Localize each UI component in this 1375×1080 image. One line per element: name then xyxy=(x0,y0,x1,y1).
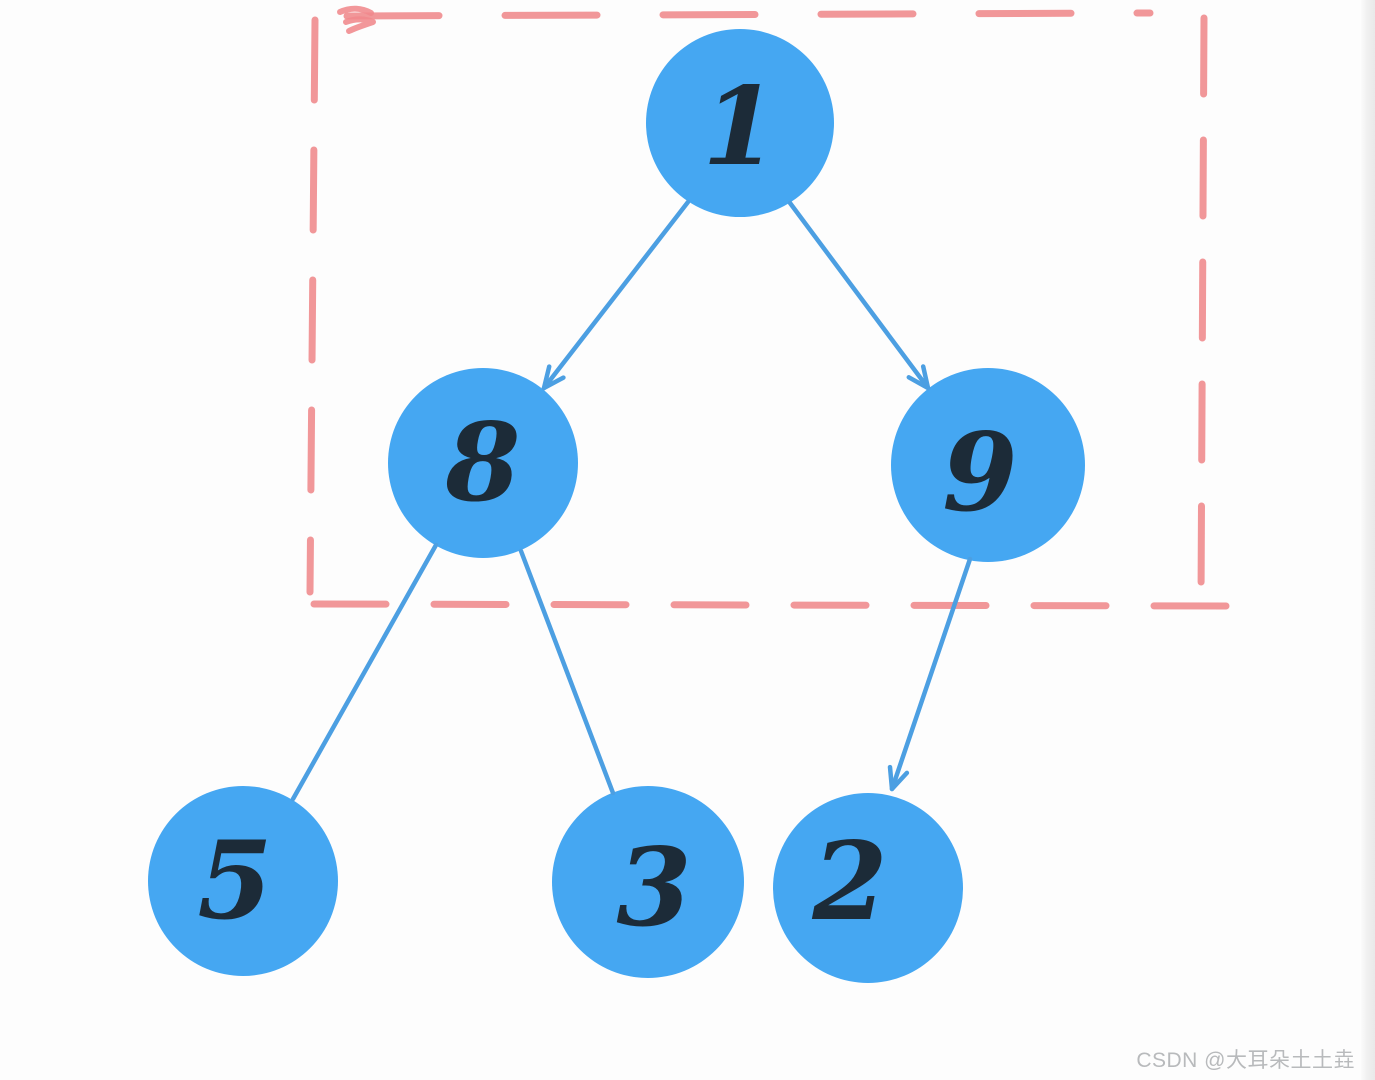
tree-edge-1-to-8 xyxy=(541,199,691,391)
tree-node-label-9: 9 xyxy=(942,410,1017,536)
tree-node-label-8: 8 xyxy=(444,400,520,526)
tree-node-circle-1 xyxy=(646,29,834,217)
tree-node-circle-8 xyxy=(388,368,578,558)
highlight-box-top-edge xyxy=(343,9,1154,20)
tree-node-circle-3 xyxy=(552,786,744,978)
arrowhead-icon xyxy=(541,364,566,391)
tree-node-circle-5 xyxy=(148,786,338,976)
tree-edge-1-to-9 xyxy=(787,200,931,391)
highlight-box-right-edge xyxy=(1197,14,1208,605)
watermark-text: CSDN @大耳朵土土垚 xyxy=(1136,1049,1355,1072)
tree-edge-9-to-2 xyxy=(889,556,973,792)
tree-node-circle-9 xyxy=(891,368,1085,562)
tree-node-label-1: 1 xyxy=(702,64,777,190)
arrowhead-icon xyxy=(887,764,910,792)
tree-node-label-5: 5 xyxy=(197,818,272,944)
highlight-box-bottom-edge xyxy=(299,600,1230,610)
tree-edge-8-to-3 xyxy=(518,548,616,796)
highlight-box-corner-scribble xyxy=(337,5,376,34)
tree-node-circle-2 xyxy=(773,793,963,983)
right-edge-strip xyxy=(1361,0,1375,1080)
highlight-box-left-edge xyxy=(306,16,319,596)
tree-node-label-3: 3 xyxy=(616,825,691,951)
arrowhead-icon xyxy=(906,364,931,391)
tree-edge-8-to-5 xyxy=(290,542,439,802)
tree-node-label-2: 2 xyxy=(811,819,887,945)
